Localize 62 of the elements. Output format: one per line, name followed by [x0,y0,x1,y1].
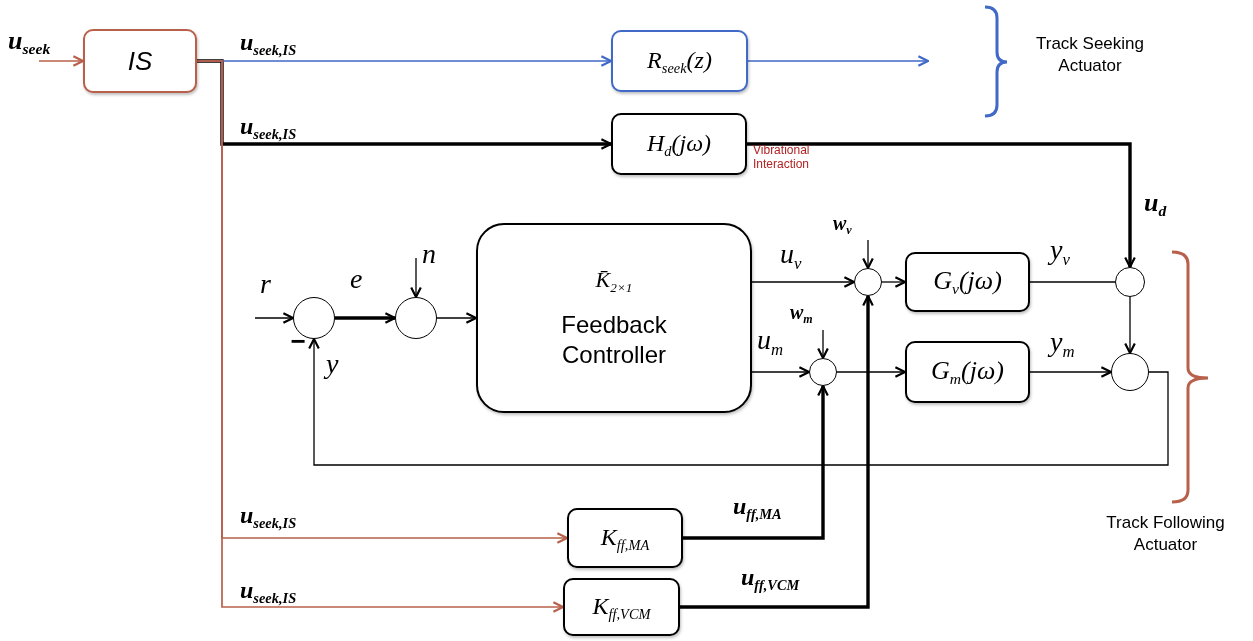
block-label: K̄$_{2×1}$ [595,265,633,297]
signal-label: u$_{m}$ [757,326,784,359]
signal-label: u$_{v}$ [780,240,802,273]
annotation-text: Track Seeking Actuator [1035,33,1145,78]
signal-label: w$_{m}$ [790,302,813,326]
summing-junction [809,358,837,386]
block-label: G$_{m}$(jω) [931,355,1004,389]
block-label: K$_{ff,VCM}$ [592,592,651,623]
summing-junction [395,297,437,339]
block-box [567,508,683,568]
arrow [747,142,1136,269]
block-label: R$_{seek}$(z) [647,46,712,77]
arrow [308,337,1169,466]
arrow [836,366,907,378]
signal-label: u$_{seek,IS}$ [240,503,297,531]
arrow [683,384,829,540]
minus-sign: − [289,325,307,358]
signal-label: u$_{ff,VCM}$ [741,565,800,593]
signal-label: u$_{d}$ [1144,190,1167,220]
block-label: K$_{ff,MA}$ [600,523,650,554]
block-box [905,252,1030,312]
summing-junction [1111,353,1149,391]
block-box [83,29,197,93]
block-label: G$_{v}$(jω) [933,265,1002,299]
summing-junction [293,297,335,339]
signal-label: n [422,240,436,268]
signal-label: u$_{seek,IS}$ [240,114,297,142]
block-box [563,578,680,636]
signal-label: w$_{v}$ [833,213,852,237]
block-label: Feedback Controller [560,310,668,371]
block-box [611,30,748,92]
arrow [1124,296,1136,355]
arrow [680,294,874,609]
signal-label: u$_{seek,IS}$ [240,578,297,606]
arrow [862,239,874,270]
arrow [747,55,930,67]
arrow [335,312,397,324]
arrow [751,366,811,378]
annotation-text: Vibrational Interaction [753,143,811,172]
block-label: IS [127,44,153,78]
signal-label: r [260,270,271,298]
block-box [905,341,1030,403]
arrow [751,276,856,288]
annotation-text: Track Following Actuator [1105,512,1226,557]
arrow [197,59,613,150]
signal-label: e [350,265,363,293]
arrow [38,55,85,67]
signal-label: u$_{seek,IS}$ [240,30,297,58]
arrow [1029,366,1113,378]
arrow [881,276,907,288]
signal-line [1029,281,1116,283]
block-box [611,113,747,175]
summing-junction [1115,267,1145,297]
block-label: H$_{d}$(jω) [646,129,712,160]
arrow [817,329,829,360]
arrow [410,257,422,299]
signal-label: u$_{seek}$ [8,28,51,58]
signal-label: u$_{ff,MA}$ [733,494,782,522]
block-box [476,223,752,413]
arrow [254,312,295,324]
summing-junction [854,268,882,296]
arrow [436,312,478,324]
